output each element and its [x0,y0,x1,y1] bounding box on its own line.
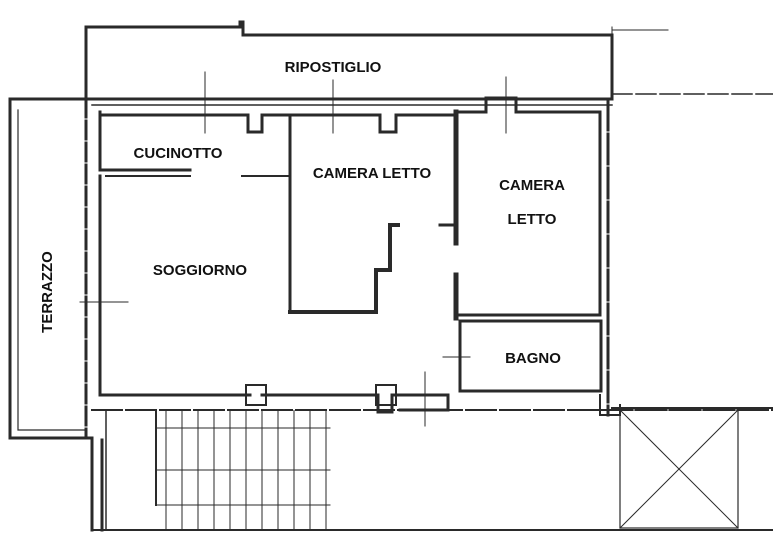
room-label-camera-letto-2-line1: CAMERA [499,177,565,194]
corridor-wall [398,393,450,412]
living-bottom-wall [260,393,450,414]
elevator-cross-2 [619,409,739,529]
bedroom1-top-wall [288,113,457,134]
stair-treads [165,410,327,530]
room-label-camera-letto-2-line2: LETTO [508,211,557,228]
elevator-shaft [619,409,739,529]
bathroom-outline [458,319,603,393]
kitchen-wall [98,110,192,172]
terrace-outline [8,97,94,440]
room-label-bagno: BAGNO [505,350,561,367]
bottom-right-column [599,394,621,416]
room-label-cucinotto: CUCINOTTO [134,145,223,162]
column [245,384,267,406]
bedroom2-top [454,96,602,317]
column [375,384,397,406]
room-labels: RIPOSTIGLIO CUCINOTTO CAMERA LETTO CAMER… [39,59,565,367]
room-label-ripostiglio: RIPOSTIGLIO [285,59,382,76]
room-label-camera-letto-1: CAMERA LETTO [313,165,432,182]
room-label-terrazzo: TERRAZZO [39,251,56,333]
kitchen-wall-top [98,113,292,134]
room-label-soggiorno: SOGGIORNO [153,262,248,279]
terrace-inner [17,109,87,431]
bedroom1-wardrobe [288,223,400,314]
living-left-wall [98,174,252,397]
storage-outer-wall [84,20,614,98]
walls [8,20,773,532]
